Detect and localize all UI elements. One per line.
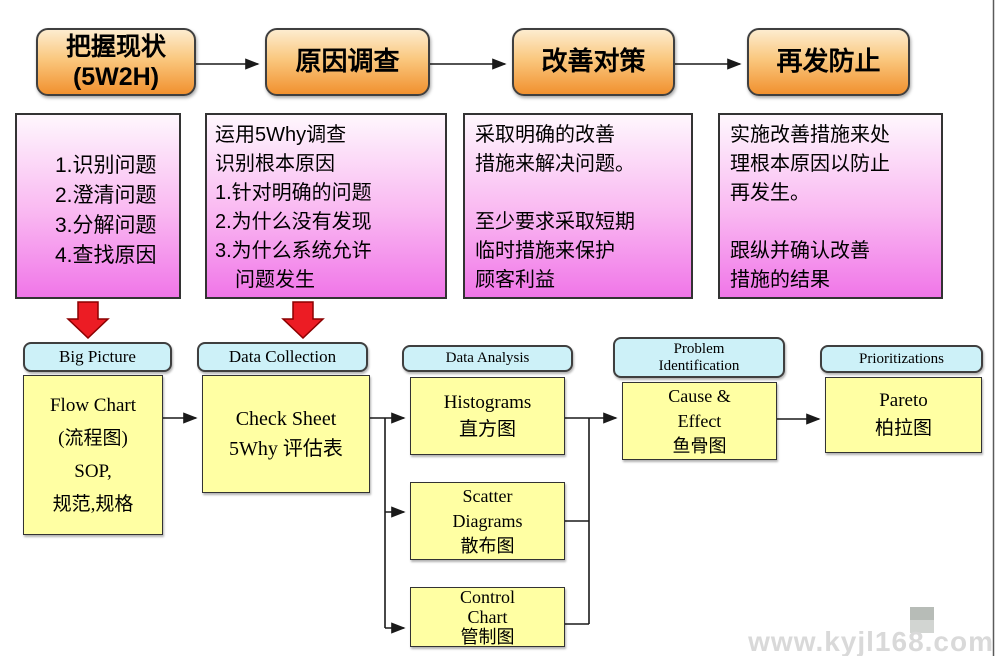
tool-text: Pareto 柏拉图 bbox=[874, 390, 932, 439]
tool-box-histograms: Histograms 直方图 bbox=[410, 377, 565, 455]
detail-text: 采取明确的改善 措施来解决问题。 至少要求采取短期 临时措施来保护 顾客利益 bbox=[475, 124, 635, 291]
tool-text: Check Sheet 5Why 评估表 bbox=[229, 408, 343, 460]
stage-box-recurrence-prevention: 再发防止 bbox=[747, 28, 910, 96]
category-text: Data Collection bbox=[228, 346, 337, 366]
detail-box-cause-investigation: 运用5Why调查 识别根本原因 1.针对明确的问题 2.为什么没有发现 3.为什… bbox=[205, 113, 447, 299]
watermark-text: www.kyjl168.com bbox=[748, 626, 994, 656]
red-down-arrow-icon bbox=[281, 301, 325, 339]
stage-label: 把握现状 (5W2H) bbox=[65, 33, 166, 91]
category-label-big-picture: Big Picture bbox=[23, 342, 172, 372]
tool-box-control-chart: Control Chart 管制图 bbox=[410, 587, 565, 647]
category-text: Data Analysis bbox=[445, 350, 530, 367]
category-label-data-analysis: Data Analysis bbox=[402, 345, 573, 372]
tool-box-flow-chart: Flow Chart (流程图) SOP, 规范,规格 bbox=[23, 375, 163, 535]
tool-text: Histograms 直方图 bbox=[443, 392, 532, 440]
detail-text: 实施改善措施来处 理根本原因以防止 再发生。 跟纵并确认改善 措施的结果 bbox=[730, 124, 890, 291]
category-label-data-collection: Data Collection bbox=[197, 342, 368, 372]
tool-text: Scatter Diagrams 散布图 bbox=[452, 485, 523, 556]
tool-text: Control Chart 管制图 bbox=[459, 587, 515, 647]
detail-text: 1.识别问题 2.澄清问题 3.分解问题 4.查找原因 bbox=[55, 154, 157, 267]
stage-box-grasp-situation: 把握现状 (5W2H) bbox=[36, 28, 196, 96]
tool-box-scatter-diagrams: Scatter Diagrams 散布图 bbox=[410, 482, 565, 560]
tool-text: Flow Chart (流程图) SOP, 规范,规格 bbox=[49, 395, 137, 515]
tool-text: Cause & Effect 鱼骨图 bbox=[668, 385, 731, 456]
tool-box-check-sheet: Check Sheet 5Why 评估表 bbox=[202, 375, 370, 493]
detail-box-grasp-situation: 1.识别问题 2.澄清问题 3.分解问题 4.查找原因 bbox=[15, 113, 181, 299]
watermark-logo-square bbox=[910, 607, 934, 633]
detail-box-improvement-measures: 采取明确的改善 措施来解决问题。 至少要求采取短期 临时措施来保护 顾客利益 bbox=[463, 113, 693, 299]
stage-label: 改善对策 bbox=[541, 46, 646, 77]
category-label-problem-identification: Problem Identification bbox=[613, 337, 785, 378]
stage-box-improvement-measures: 改善对策 bbox=[512, 28, 675, 96]
category-text: Prioritizations bbox=[859, 350, 944, 367]
tool-box-cause-effect: Cause & Effect 鱼骨图 bbox=[622, 382, 777, 460]
category-text: Big Picture bbox=[59, 346, 136, 366]
stage-box-cause-investigation: 原因调查 bbox=[265, 28, 430, 96]
detail-box-recurrence-prevention: 实施改善措施来处 理根本原因以防止 再发生。 跟纵并确认改善 措施的结果 bbox=[718, 113, 943, 299]
tool-box-pareto: Pareto 柏拉图 bbox=[825, 377, 982, 453]
detail-text: 运用5Why调查 识别根本原因 1.针对明确的问题 2.为什么没有发现 3.为什… bbox=[215, 124, 372, 291]
category-label-prioritizations: Prioritizations bbox=[820, 345, 983, 373]
category-text: Problem Identification bbox=[658, 341, 740, 374]
stage-label: 再发防止 bbox=[776, 46, 881, 77]
stage-label: 原因调查 bbox=[295, 46, 400, 77]
red-down-arrow-icon bbox=[66, 301, 110, 339]
